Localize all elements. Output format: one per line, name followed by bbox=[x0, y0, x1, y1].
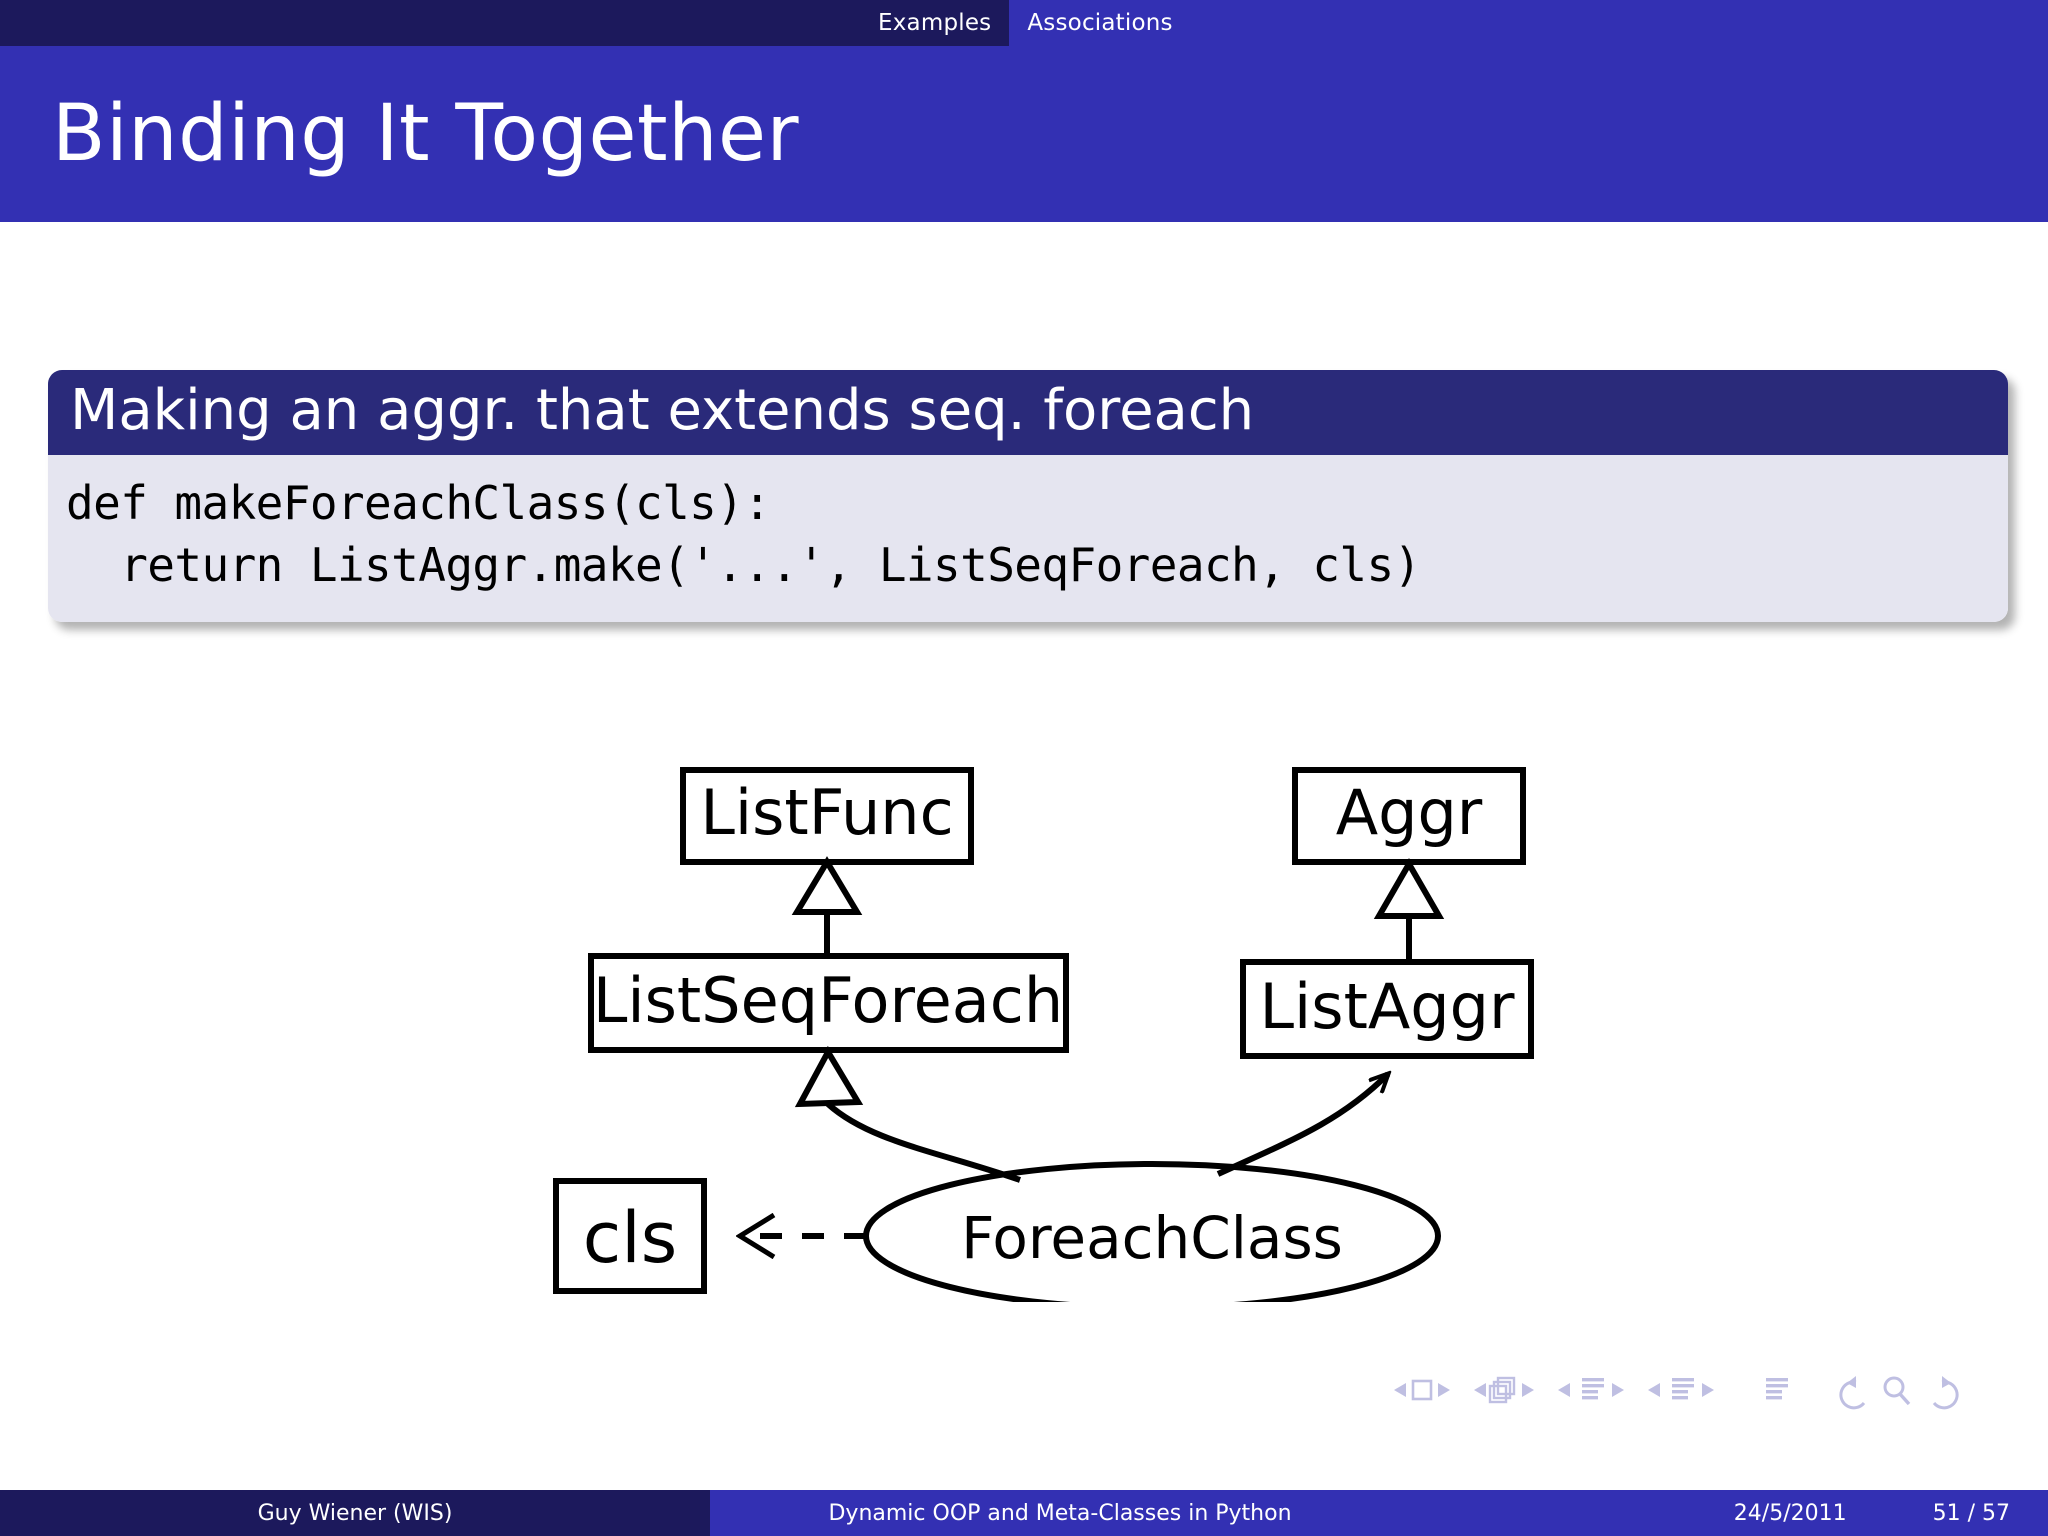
footer-author: Guy Wiener (WIS) bbox=[0, 1490, 710, 1536]
uml-node-listseqforeach: ListSeqForeach bbox=[588, 953, 1069, 1053]
page-title: Binding It Together bbox=[52, 89, 800, 179]
footer-page-number: 51 / 57 bbox=[1932, 1500, 2010, 1526]
uml-node-cls: cls bbox=[553, 1178, 707, 1294]
nav-item-examples[interactable]: Examples bbox=[860, 0, 1010, 46]
uml-node-cls-label: cls bbox=[583, 1197, 677, 1279]
beamer-navigation-symbols[interactable] bbox=[1386, 1370, 2026, 1414]
footer-title: Dynamic OOP and Meta-Classes in Python bbox=[710, 1490, 1410, 1536]
uml-node-listseqforeach-label: ListSeqForeach bbox=[593, 964, 1063, 1037]
uml-node-foreachclass-label: ForeachClass bbox=[961, 1204, 1343, 1272]
section-next-icon[interactable] bbox=[1702, 1383, 1714, 1397]
uml-node-listaggr-label: ListAggr bbox=[1260, 970, 1516, 1043]
frame-prev-icon[interactable] bbox=[1474, 1383, 1486, 1397]
section-icon[interactable] bbox=[1672, 1378, 1694, 1400]
uml-node-aggr-label: Aggr bbox=[1336, 776, 1483, 849]
slide-prev-icon[interactable] bbox=[1394, 1383, 1406, 1397]
slide-next-icon[interactable] bbox=[1438, 1383, 1450, 1397]
code-block-body: def makeForeachClass(cls): return ListAg… bbox=[48, 455, 2008, 623]
uml-node-foreachclass: ForeachClass bbox=[863, 1161, 1441, 1302]
nav-item-associations[interactable]: Associations bbox=[1009, 0, 1191, 46]
uml-node-aggr: Aggr bbox=[1292, 767, 1526, 865]
slide-content: Making an aggr. that extends seq. foreac… bbox=[0, 222, 2048, 1476]
footer-bar: Guy Wiener (WIS) Dynamic OOP and Meta-Cl… bbox=[0, 1490, 2048, 1536]
back-arrowhead-icon bbox=[1847, 1376, 1856, 1388]
code-block: Making an aggr. that extends seq. foreac… bbox=[48, 370, 2008, 623]
forward-arrowhead-icon bbox=[1942, 1376, 1951, 1388]
nav-left-spacer bbox=[0, 0, 860, 46]
top-navigation-bar: Examples Associations bbox=[0, 0, 2048, 46]
uml-node-listaggr: ListAggr bbox=[1240, 959, 1534, 1059]
nav-item-associations-label: Associations bbox=[1027, 10, 1173, 36]
subsection-icon[interactable] bbox=[1582, 1378, 1604, 1400]
doc-icon[interactable] bbox=[1766, 1378, 1788, 1400]
uml-node-listfunc: ListFunc bbox=[680, 767, 974, 865]
uml-edge-foreachclass-listaggr bbox=[1216, 1074, 1388, 1177]
search-icon[interactable] bbox=[1883, 1376, 1911, 1406]
title-band: Binding It Together bbox=[0, 46, 2048, 222]
code-line: def makeForeachClass(cls): bbox=[66, 476, 771, 531]
frame-next-icon[interactable] bbox=[1522, 1383, 1534, 1397]
subsection-next-icon[interactable] bbox=[1612, 1383, 1624, 1397]
uml-class-diagram: ListFunc Aggr ListSeqForeach ListAggr cl… bbox=[0, 722, 2048, 1302]
nav-item-examples-label: Examples bbox=[878, 10, 992, 36]
slide-icon[interactable] bbox=[1411, 1379, 1433, 1401]
code-line: return ListAggr.make('...', ListSeqForea… bbox=[66, 537, 1421, 592]
section-prev-icon[interactable] bbox=[1648, 1383, 1660, 1397]
footer-date: 24/5/2011 bbox=[1733, 1500, 1847, 1526]
frame-icon[interactable] bbox=[1488, 1376, 1516, 1404]
uml-edge-listseqforeach-listfunc bbox=[791, 856, 863, 956]
nav-right-fill bbox=[1190, 0, 2048, 46]
uml-node-listfunc-label: ListFunc bbox=[700, 776, 953, 849]
code-block-title: Making an aggr. that extends seq. foreac… bbox=[48, 370, 2008, 456]
subsection-prev-icon[interactable] bbox=[1558, 1383, 1570, 1397]
uml-edge-listaggr-aggr bbox=[1373, 857, 1445, 962]
uml-edge-foreachclass-listseqforeach bbox=[794, 1045, 1021, 1183]
footer-right: 24/5/2011 51 / 57 bbox=[1410, 1490, 2048, 1536]
